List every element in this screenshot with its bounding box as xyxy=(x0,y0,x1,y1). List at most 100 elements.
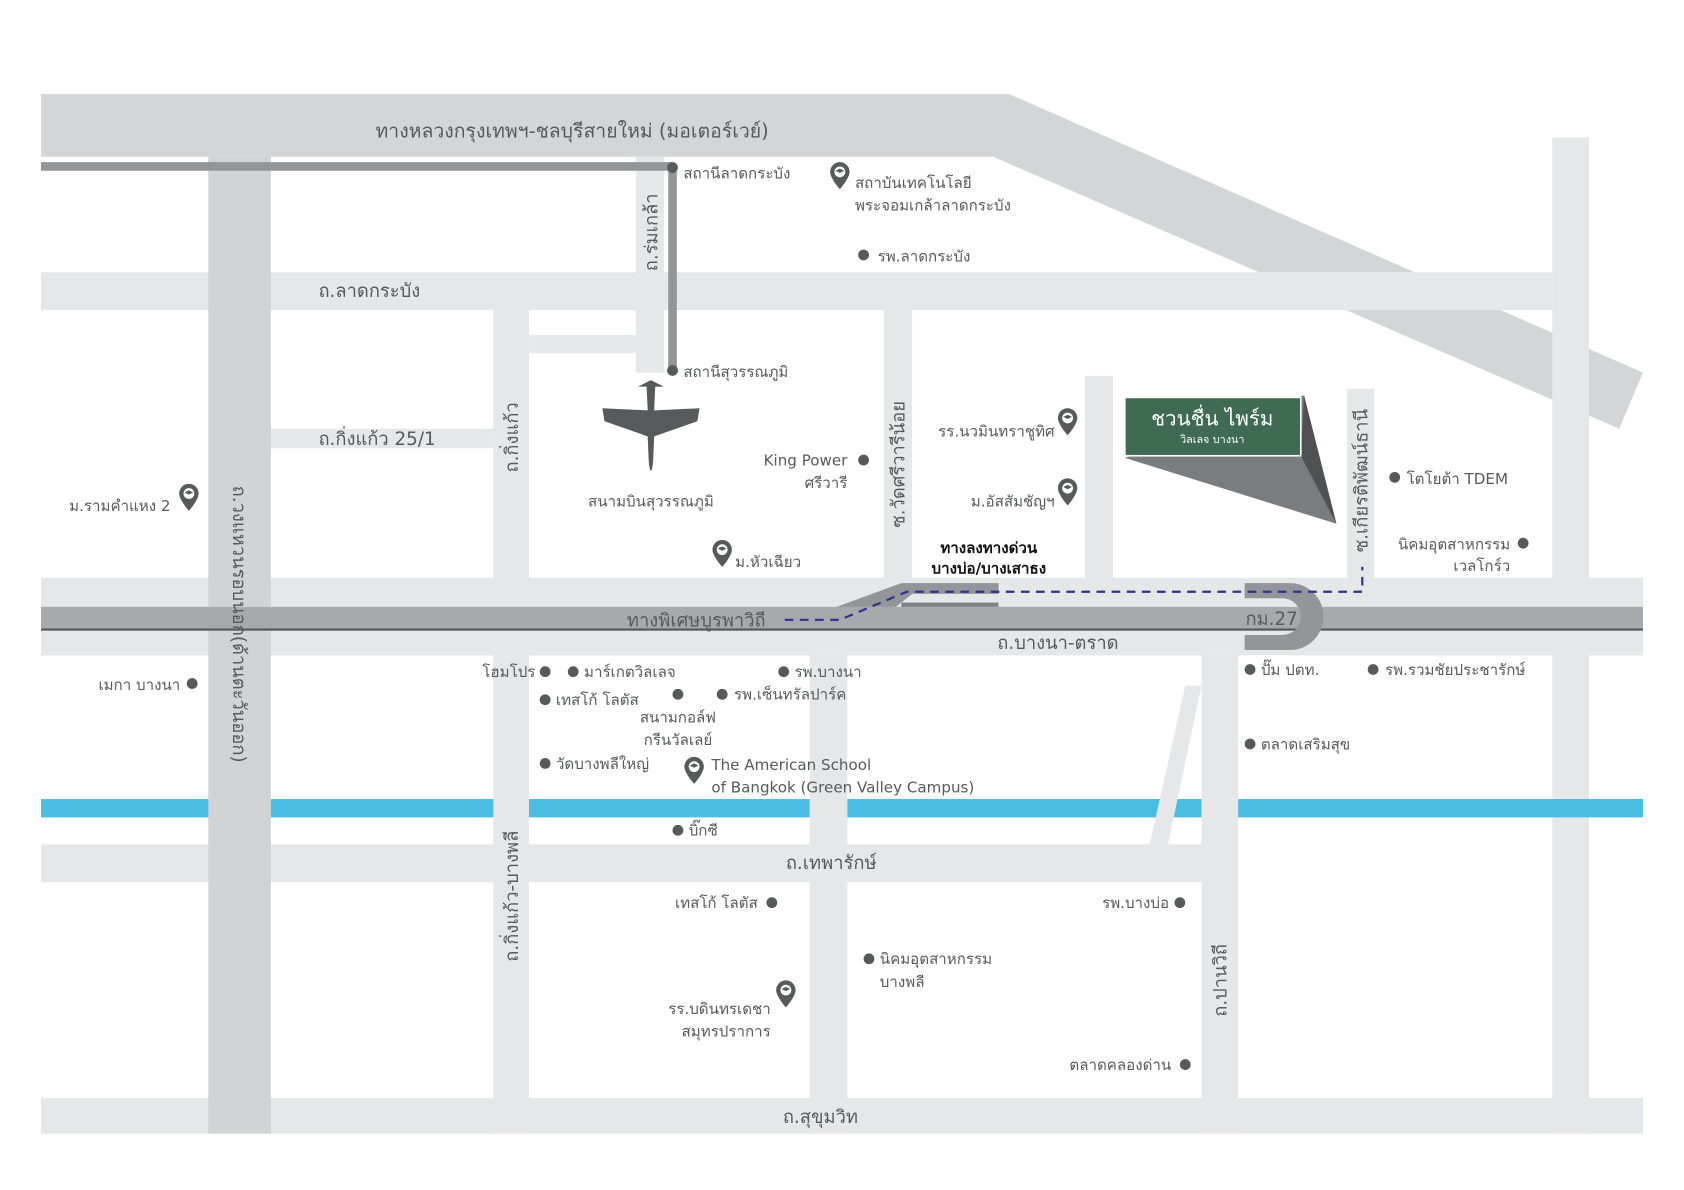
small-connector-road xyxy=(528,334,636,354)
project-sign[interactable] xyxy=(1124,396,1302,457)
school-bodindecha-1: รร.บดินทรเดชา xyxy=(668,1000,771,1018)
exit-ramp-lower xyxy=(901,602,999,607)
outer-ring-label: ถ.วงแหวนรอบนอก(ด้านตะวันออก) xyxy=(228,486,249,763)
place-dot xyxy=(539,666,551,678)
school-nawamin: รร.นวมินทราชูทิศ xyxy=(938,422,1055,440)
station-suvarnabhumi: สถานีสุวรรณภูมิ xyxy=(683,363,788,382)
expressway-exit-label-2: บางบ่อ/บางเสาธง xyxy=(932,559,1047,577)
place-wellgrow-2: เวลโกร์ว xyxy=(1453,557,1510,575)
school-pin-icon xyxy=(776,980,796,1008)
place-dot xyxy=(539,694,551,706)
school-kmitl-2: พระจอมเกล้าลาดกระบัง xyxy=(855,197,1011,215)
place-lat-krabang-hospital: รพ.ลาดกระบัง xyxy=(878,247,971,265)
place-homepro: โฮมโปร xyxy=(482,663,535,681)
place-soem-suk-market: ตลาดเสริมสุข xyxy=(1261,735,1350,754)
place-bang-phli-estate-1: นิคมอุตสาหกรรม xyxy=(880,950,992,969)
route-dashed-line xyxy=(784,566,1364,621)
place-bangna-hospital: รพ.บางนา xyxy=(795,663,862,681)
station-lat-krabang: สถานีลาดกระบัง xyxy=(683,164,790,182)
school-american-1: The American School xyxy=(710,756,871,774)
place-dot xyxy=(1244,664,1256,675)
km27-label: กม.27 xyxy=(1245,609,1297,630)
school-assumption: ม.อัสสัมชัญฯ xyxy=(971,492,1055,510)
place-dot xyxy=(1517,537,1529,549)
school-american-2: of Bangkok (Green Valley Campus) xyxy=(711,779,974,797)
road-labels: ทางหลวงกรุงเทพฯ-ชลบุรีสายใหม่ (มอเตอร์เว… xyxy=(228,119,1373,1129)
place-tesco-2: เทสโก้ โลตัส xyxy=(675,894,758,912)
place-bang-phli-estate-2: บางพลี xyxy=(880,973,925,991)
school-ramkhamhaeng: ม.รามคำแหง 2 xyxy=(69,497,170,515)
place-dot xyxy=(1179,1059,1191,1070)
lat-krabang-label: ถ.ลาดกระบัง xyxy=(318,281,420,302)
burapha-withi-label: ทางพิเศษบูรพาวิถี xyxy=(627,610,766,631)
pan-withi-road xyxy=(1201,655,1239,1134)
roads xyxy=(41,94,1643,1134)
place-dot xyxy=(672,824,684,836)
kiat-phat-road xyxy=(1347,388,1375,581)
project-marker[interactable]: ชวนชื่น ไพร์ม วิลเลจ บางนา xyxy=(1124,395,1337,524)
station-dot xyxy=(667,162,678,173)
school-hua-chiew: ม.หัวเฉียว xyxy=(735,553,801,571)
place-tesco-1: เทสโก้ โลตัส xyxy=(556,691,639,709)
place-golf-1: สนามกอล์ฟ xyxy=(640,708,716,726)
place-dot xyxy=(1244,738,1256,750)
place-dot xyxy=(766,897,778,909)
burapha-withi-expressway xyxy=(41,606,1643,631)
place-dot xyxy=(186,678,198,689)
soi-road xyxy=(1084,375,1113,581)
place-wat-bang-phli: วัดบางพลีใหญ่ xyxy=(556,755,649,773)
central-vertical-road xyxy=(809,655,848,1134)
place-mega-bangna: เมกา บางนา xyxy=(98,676,180,694)
theparak-label: ถ.เทพารักษ์ xyxy=(786,852,877,874)
place-king-power-1: King Power xyxy=(764,451,849,469)
place-dot xyxy=(1389,471,1401,483)
school-pin-icon xyxy=(179,483,199,511)
expressway-exit-label-1: ทางลงทางด่วน xyxy=(940,539,1038,557)
king-kaew-25-1-road xyxy=(270,428,494,449)
wat-si-wari-label: ซ.วัดศรีวารีน้อย xyxy=(889,401,910,528)
place-market-village: มาร์เกตวิลเลจ xyxy=(584,663,676,681)
expressway-edge xyxy=(41,628,1643,631)
stations: สถานีลาดกระบัง สถานีสุวรรณภูมิ xyxy=(667,162,790,382)
place-golf-2: กรีนวัลเลย์ xyxy=(644,731,713,749)
motorway-label: ทางหลวงกรุงเทพฯ-ชลบุรีสายใหม่ (มอเตอร์เว… xyxy=(375,119,768,143)
sukhumvit-road xyxy=(41,1098,1643,1134)
school-pin-icon xyxy=(830,162,850,190)
project-subtitle: วิลเลจ บางนา xyxy=(1180,433,1244,446)
school-pin-icon xyxy=(1057,478,1078,506)
airport-label: สนามบินสุวรรณภูมิ xyxy=(588,492,714,511)
place-dot xyxy=(1367,664,1379,675)
airplane-icon xyxy=(602,380,700,471)
place-khlong-dan-market: ตลาดคลองด่าน xyxy=(1069,1056,1171,1074)
sukhumvit-label: ถ.สุขุมวิท xyxy=(783,1107,858,1129)
lat-krabang-road xyxy=(41,272,1553,311)
place-central-park-hospital: รพ.เซ็นทรัลปาร์ค xyxy=(734,685,846,704)
project-pointer-side xyxy=(1300,395,1337,524)
place-ruamchai-hospital: รพ.รวมชัยประชารักษ์ xyxy=(1385,661,1526,679)
airport: สนามบินสุวรรณภูมิ xyxy=(588,380,714,511)
wat-si-wari-road xyxy=(884,310,913,580)
station-dot xyxy=(667,365,678,376)
king-kaew-label: ถ.กิ่งแก้ว xyxy=(499,402,523,472)
king-kaew-road xyxy=(493,310,529,1134)
school-pin-icon xyxy=(712,539,732,567)
rom-klao-road xyxy=(635,156,664,373)
outer-ring-road xyxy=(208,156,271,1134)
school-bodindecha-2: สมุทรปราการ xyxy=(682,1023,771,1042)
school-pin-icon xyxy=(1057,408,1078,436)
place-dot xyxy=(778,666,790,678)
place-bang-bo-hospital: รพ.บางบ่อ xyxy=(1102,894,1169,912)
airport-rail-link-h xyxy=(41,162,673,171)
places: รพ.ลาดกระบัง King Power ศรีวารี โตโยต้า … xyxy=(98,247,1529,1074)
place-wellgrow-1: นิคมอุตสาหกรรม xyxy=(1398,536,1510,555)
school-pin-icon xyxy=(684,756,704,784)
place-dot xyxy=(858,249,869,261)
expressway-ramp xyxy=(836,583,999,607)
place-dot xyxy=(716,688,728,700)
airport-rail-link-v xyxy=(668,165,677,371)
place-dot xyxy=(863,953,875,965)
km27-u-turn xyxy=(1244,583,1324,651)
motorway-road xyxy=(41,94,1643,429)
schools: สถาบันเทคโนโลยี พระจอมเกล้าลาดกระบัง ม.ห… xyxy=(69,162,1078,1042)
